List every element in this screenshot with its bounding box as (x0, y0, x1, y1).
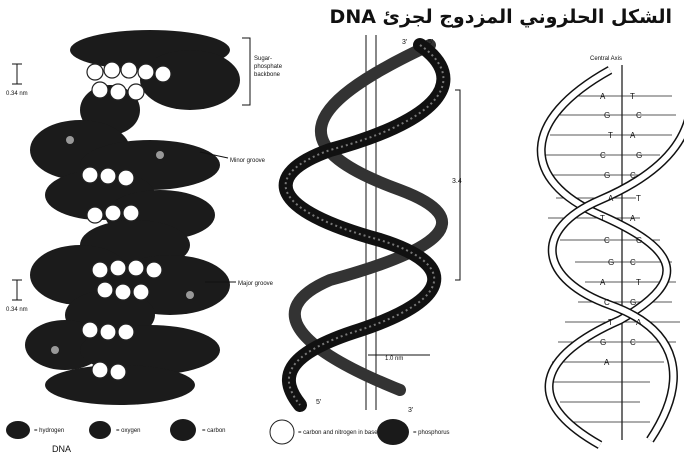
base-letter: A (608, 194, 614, 203)
base-letter: A (630, 131, 636, 140)
ladder-model: Central Axis A T G C T A C G G C A T T A C G G C A T C G T A G C A (541, 56, 684, 445)
dna-label: DNA (52, 444, 71, 454)
base-letter: G (636, 236, 642, 245)
top-right-end: 5' (428, 39, 433, 46)
legend-carbon-swatch (170, 419, 196, 441)
legend-base-swatch (270, 420, 294, 444)
base-letter: A (630, 214, 636, 223)
bottom-left-end: 5' (316, 399, 321, 406)
base-letter: C (630, 171, 636, 180)
base-letter: C (604, 298, 610, 307)
central-axis-label: Central Axis (590, 56, 622, 62)
measure-top-label: 0.34 nm (6, 91, 28, 97)
sugar-label-3: backbone (254, 72, 281, 78)
space-filling-model: 0.34 nm 0.34 nm Sugar- phosphate backbon… (6, 30, 283, 454)
base-letter: G (630, 298, 636, 307)
base-letter: C (636, 111, 642, 120)
base-letter: T (636, 194, 641, 203)
legend: = hydrogen = oxygen = carbon = carbon an… (6, 419, 450, 445)
base-letter: G (608, 258, 614, 267)
top-left-end: 3' (402, 39, 407, 46)
major-groove-label: Major groove (238, 281, 274, 287)
base-letter: T (608, 318, 613, 327)
minor-groove-label: Minor groove (230, 158, 266, 164)
base-letter: T (608, 131, 613, 140)
base-letter: A (636, 318, 642, 327)
width-label: 1.0 nm (385, 356, 403, 362)
base-letter: C (630, 338, 636, 347)
base-letter: C (630, 258, 636, 267)
base-letter: G (636, 151, 642, 160)
bottom-right-end: 3' (408, 407, 413, 414)
base-letter: G (600, 338, 606, 347)
legend-hydrogen: = hydrogen (34, 428, 64, 434)
measure-bottom-label: 0.34 nm (6, 307, 28, 313)
base-letter: C (604, 236, 610, 245)
base-letter: A (600, 278, 606, 287)
base-letter: A (604, 358, 610, 367)
base-letter: C (600, 151, 606, 160)
base-letter: T (600, 214, 605, 223)
sugar-label-2: phosphate (254, 64, 283, 70)
base-letter: T (630, 92, 635, 101)
legend-carbon: = carbon (202, 428, 226, 434)
legend-hydrogen-swatch (6, 421, 30, 439)
legend-oxygen-swatch (89, 421, 111, 439)
legend-phosphorus: = phosphorus (413, 430, 450, 436)
pitch-label: 3.4 (452, 178, 462, 185)
sugar-label-1: Sugar- (254, 56, 272, 62)
ribbon-model: 3.4 1.0 nm 3' 5' 5' 3' (286, 35, 462, 414)
legend-oxygen: = oxygen (116, 428, 141, 434)
base-letter: T (636, 278, 641, 287)
base-letter: G (604, 171, 610, 180)
legend-phosphorus-swatch (377, 419, 409, 445)
base-letter: G (604, 111, 610, 120)
base-letter: A (600, 92, 606, 101)
